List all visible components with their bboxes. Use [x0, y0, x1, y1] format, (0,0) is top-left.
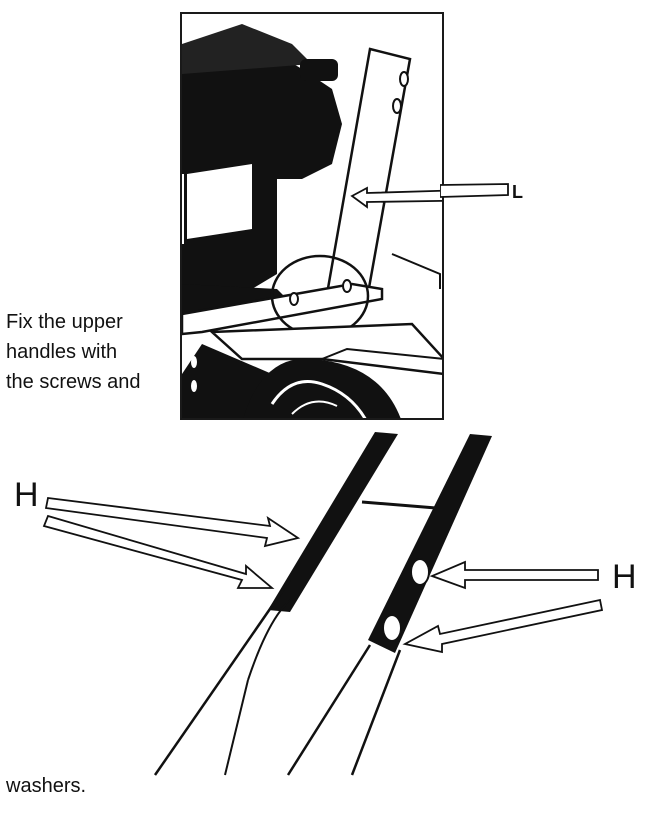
instruction-tail: washers. — [6, 775, 87, 797]
instruction-line-1: Fix the upper — [6, 311, 123, 333]
callout-L: L — [512, 182, 523, 202]
right-tube-edge — [368, 434, 492, 653]
callout-H-right: H — [612, 558, 637, 596]
instruction-line-3: the screws and — [6, 371, 141, 393]
handle-detail-illustration — [42, 432, 604, 776]
engine-top — [182, 24, 312, 74]
arrow-right-lower — [402, 598, 604, 654]
engine-knob — [300, 59, 338, 81]
arrow-left-upper — [44, 497, 301, 548]
arrow-to-L — [350, 186, 442, 209]
lower-handle-bar — [182, 282, 384, 336]
arrow-right-upper — [429, 560, 599, 590]
hole-lower — [382, 614, 402, 642]
arrow-left-lower — [42, 514, 275, 589]
instruction-line-2: handles with — [6, 341, 118, 363]
mower-handle-illustration — [180, 12, 444, 420]
left-tube-edge — [268, 432, 398, 612]
mower-drawing — [182, 24, 442, 418]
engine-window — [187, 164, 252, 239]
rear-wheel — [243, 358, 401, 418]
callout-H-left: H — [14, 476, 39, 514]
upper-handle-tube — [325, 47, 412, 301]
instruction-text: Fix the upper handles with the screws an… — [6, 307, 182, 397]
hole-upper — [410, 558, 430, 586]
arrow-extension — [440, 183, 509, 198]
